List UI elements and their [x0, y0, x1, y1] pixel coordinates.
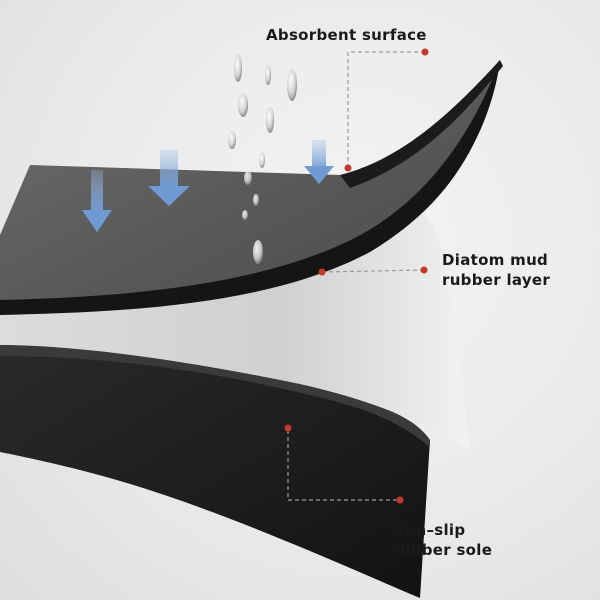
water-droplet-icon [228, 54, 297, 264]
leader-line-absorbent [347, 51, 425, 168]
label-absorbent-surface: Absorbent surface [266, 25, 427, 45]
label-line: rubber sole [392, 541, 493, 559]
absorbent-sheet-top-edge [340, 60, 503, 188]
marker-rubber-sole [284, 424, 292, 432]
rubber-sole-layer [0, 345, 430, 598]
down-arrow-icon [82, 170, 112, 232]
marker-absorbent-surface [344, 164, 352, 172]
label-line: Diatom mud [442, 251, 549, 269]
marker-diatom-line-end [420, 266, 428, 274]
marker-absorbent-line-end [421, 48, 429, 56]
label-line: rubber layer [442, 271, 551, 289]
marker-diatom-layer [318, 268, 326, 276]
leader-line-sole [287, 430, 400, 501]
label-line: Absorbent surface [266, 26, 427, 44]
rubber-sole-highlight [0, 345, 430, 446]
label-diatom-mud-rubber-layer: Diatom mud rubber layer [442, 250, 550, 290]
marker-sole-line-end [396, 496, 404, 504]
absorbent-sheet [0, 60, 500, 310]
down-arrow-icon [304, 140, 334, 184]
label-line: Non–slip [392, 521, 466, 539]
leader-line-diatom [321, 269, 425, 273]
label-non-slip-rubber-sole: Non–slip rubber sole [392, 520, 492, 560]
down-arrow-icon [148, 150, 190, 206]
